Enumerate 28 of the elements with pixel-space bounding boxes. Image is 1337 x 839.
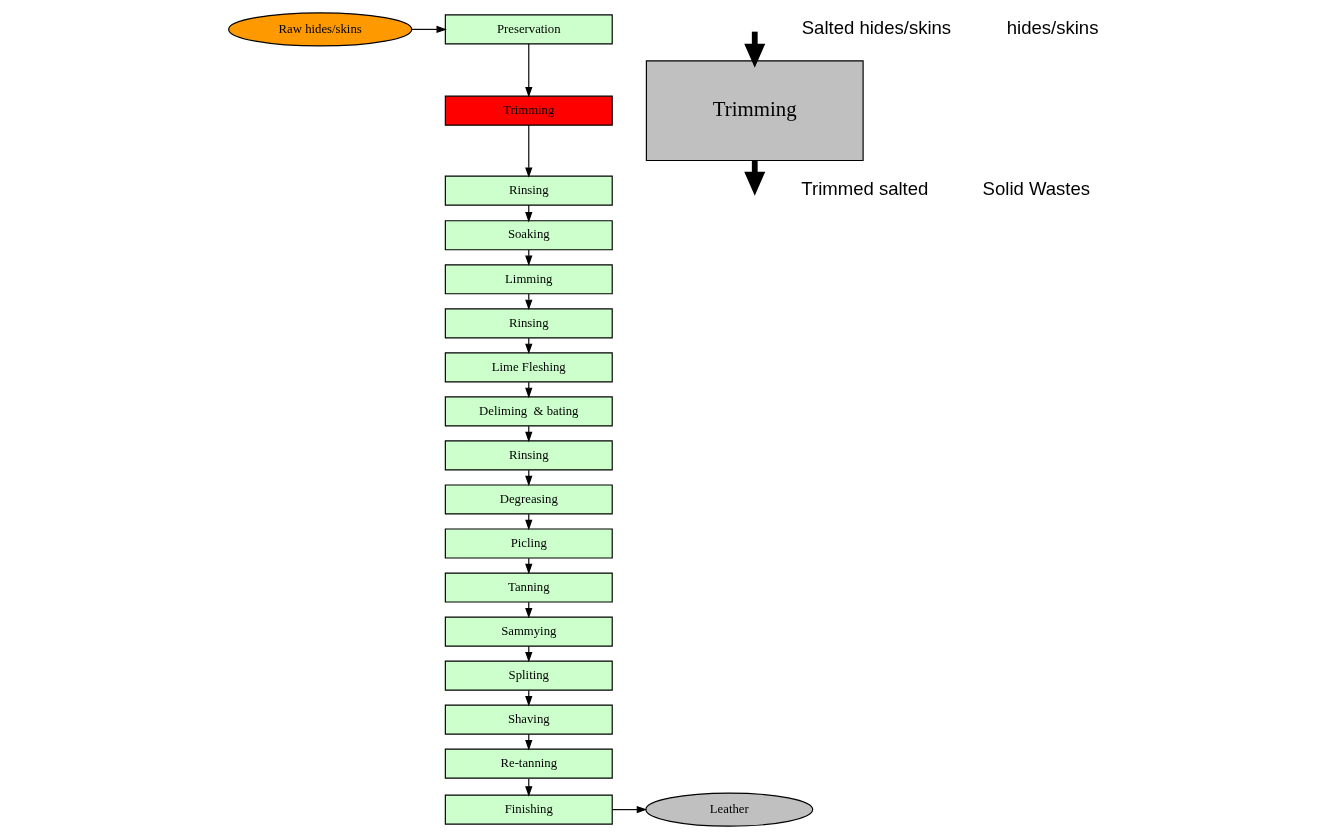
node-box: Spliting xyxy=(444,660,613,691)
node-box: Rinsing xyxy=(444,175,613,206)
node-box: Rinsing xyxy=(444,440,613,471)
node-box: Degreasing xyxy=(444,484,613,515)
arrow xyxy=(410,25,447,34)
arrow xyxy=(524,124,532,178)
node-box: Tanning xyxy=(444,572,613,603)
arrow xyxy=(524,43,532,98)
node-box: Trimming xyxy=(645,60,864,162)
node-box: Soaking xyxy=(444,220,613,251)
node-box: Shaving xyxy=(444,704,613,735)
label: Salted hides/skins xyxy=(801,16,951,38)
node-box: Sammying xyxy=(444,616,613,647)
label: hides/skins xyxy=(1006,16,1098,38)
node-box: Trimming xyxy=(444,95,613,126)
node-box: Lime Fleshing xyxy=(444,352,613,383)
node-box: Re-tanning xyxy=(444,748,613,779)
node-ellipse: Raw hides/skins xyxy=(227,12,412,47)
arrow xyxy=(611,805,647,814)
node-box: Picling xyxy=(444,528,613,559)
node-box: Finishing xyxy=(444,794,613,825)
node-ellipse: Leather xyxy=(644,792,813,827)
node-box: Preservation xyxy=(444,14,613,45)
label: Solid Wastes xyxy=(982,178,1090,200)
node-box: Limming xyxy=(444,264,613,295)
node-box: Rinsing xyxy=(444,308,613,339)
label: Trimmed salted xyxy=(800,178,928,200)
node-box: Deliming & bating xyxy=(444,396,613,427)
